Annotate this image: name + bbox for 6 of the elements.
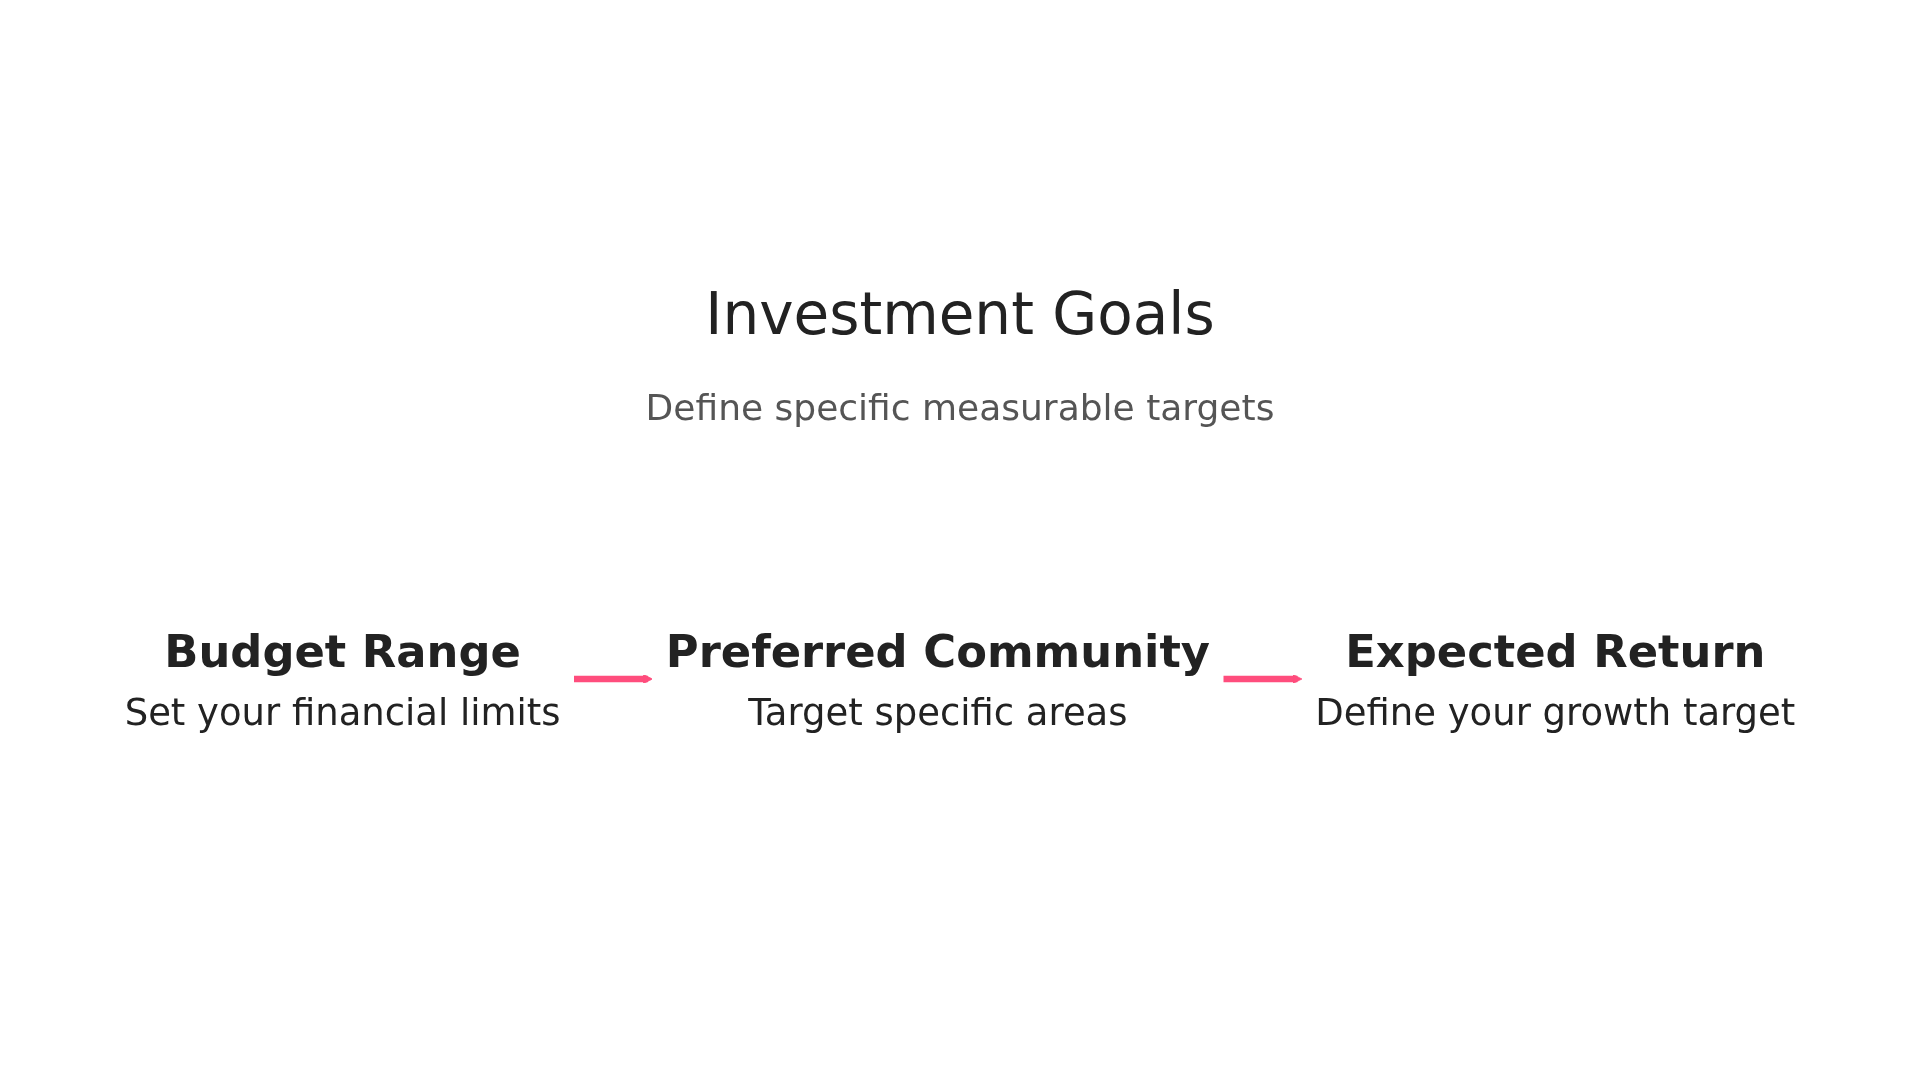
node-text: Budget Range Set your financial limits xyxy=(124,625,561,734)
node-text: Expected Return Define your growth target xyxy=(1315,625,1796,734)
subtitle-text: Define specific measurable targets xyxy=(645,385,1275,429)
node-text: Preferred Community Target specific areas xyxy=(665,625,1211,734)
diagram-title: Investment Goals xyxy=(705,280,1215,350)
arrow xyxy=(1223,673,1303,684)
